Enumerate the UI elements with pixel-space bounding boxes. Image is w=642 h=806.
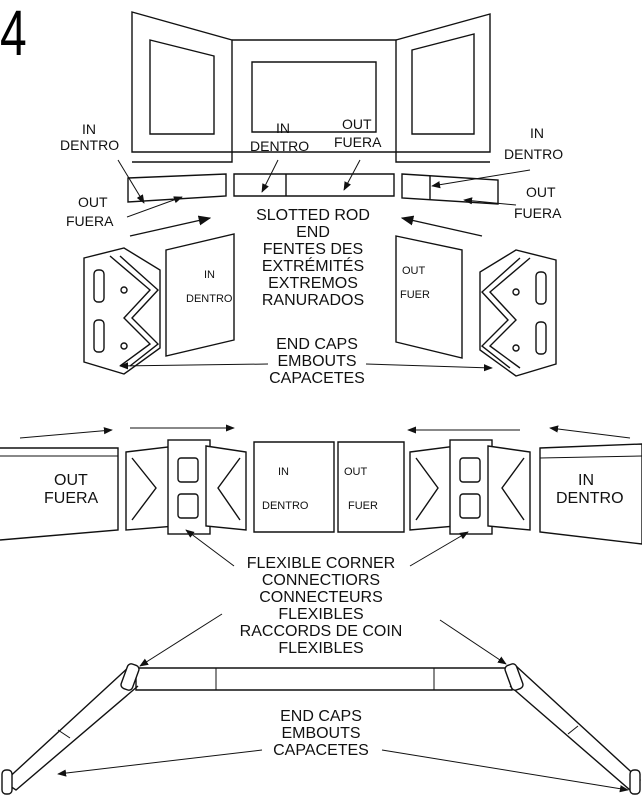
flex-line-3: CONNECTEURS <box>259 589 383 606</box>
insert-arrows-top <box>129 215 483 237</box>
rod-end-left-in: IN <box>204 269 215 281</box>
center-fuera-label: FUERA <box>334 134 382 150</box>
slotted-line-6: RANURADOS <box>261 292 365 309</box>
row-center-in: IN <box>278 466 289 478</box>
flex-line-6: FLEXIBLES <box>278 640 364 657</box>
right-end-cap <box>395 235 557 377</box>
slotted-line-4: EXTRÉMITÉS <box>261 258 365 275</box>
right-dentro-label: DENTRO <box>504 146 564 162</box>
row-right-dentro: DENTRO <box>556 490 624 507</box>
slotted-rod-end-label: SLOTTED ROD END FENTES DES EXTRÉMITÉS EX… <box>230 207 396 309</box>
assembled-rod <box>1 663 642 795</box>
step-number: 4 <box>0 0 27 69</box>
rod-end-right-out: OUT <box>402 265 426 277</box>
right-in-label: IN <box>530 125 544 141</box>
center-in-label: IN <box>276 120 290 136</box>
right-out-label: OUT <box>526 184 556 200</box>
end-caps-top-label: END CAPS EMBOUTS CAPACETES <box>252 336 382 387</box>
slotted-line-5: EXTREMOS <box>268 275 358 292</box>
flex-line-1: FLEXIBLE CORNER <box>246 555 396 572</box>
end-caps-top-line-3: CAPACETES <box>269 370 365 387</box>
row-right-in: IN <box>578 472 594 489</box>
row-center-fuer: FUER <box>348 500 378 512</box>
end-caps-bottom-label: END CAPS EMBOUTS CAPACETES <box>254 708 388 759</box>
slotted-line-2: END <box>296 224 330 241</box>
row-center-out: OUT <box>344 466 368 478</box>
left-end-cap <box>83 233 235 375</box>
end-caps-top-arrows <box>119 362 493 372</box>
right-fuera-label: FUERA <box>514 205 562 221</box>
left-out-label: OUT <box>78 194 108 210</box>
end-caps-bottom-line-2: EMBOUTS <box>281 725 361 742</box>
end-caps-bottom-line-1: END CAPS <box>280 708 362 725</box>
top-leaders <box>117 159 531 218</box>
rod-end-left-dentro: DENTRO <box>186 293 233 305</box>
end-caps-top-line-2: EMBOUTS <box>277 353 357 370</box>
connector-row <box>0 424 642 667</box>
flex-line-5: RACCORDS DE COIN <box>239 623 403 640</box>
rod-end-right-fuer: FUER <box>400 289 430 301</box>
left-dentro-label: DENTRO <box>60 137 120 153</box>
flex-line-2: CONNECTIORS <box>261 572 381 589</box>
flex-line-4: FLEXIBLES <box>278 606 364 623</box>
slotted-line-1: SLOTTED ROD <box>256 207 370 224</box>
slotted-line-3: FENTES DES <box>262 241 364 258</box>
center-dentro-label: DENTRO <box>250 138 310 154</box>
end-caps-top-line-1: END CAPS <box>276 336 358 353</box>
top-rods <box>127 173 499 205</box>
row-center-dentro: DENTRO <box>262 500 309 512</box>
center-out-label: OUT <box>342 116 372 132</box>
left-in-label: IN <box>82 121 96 137</box>
row-left-fuera: FUERA <box>44 490 99 507</box>
end-caps-bottom-line-3: CAPACETES <box>273 742 369 759</box>
flexible-corner-label: FLEXIBLE CORNER CONNECTIORS CONNECTEURS … <box>226 555 416 657</box>
left-fuera-label: FUERA <box>66 213 114 229</box>
row-left-out: OUT <box>54 472 88 489</box>
bay-window-frame <box>131 11 491 163</box>
